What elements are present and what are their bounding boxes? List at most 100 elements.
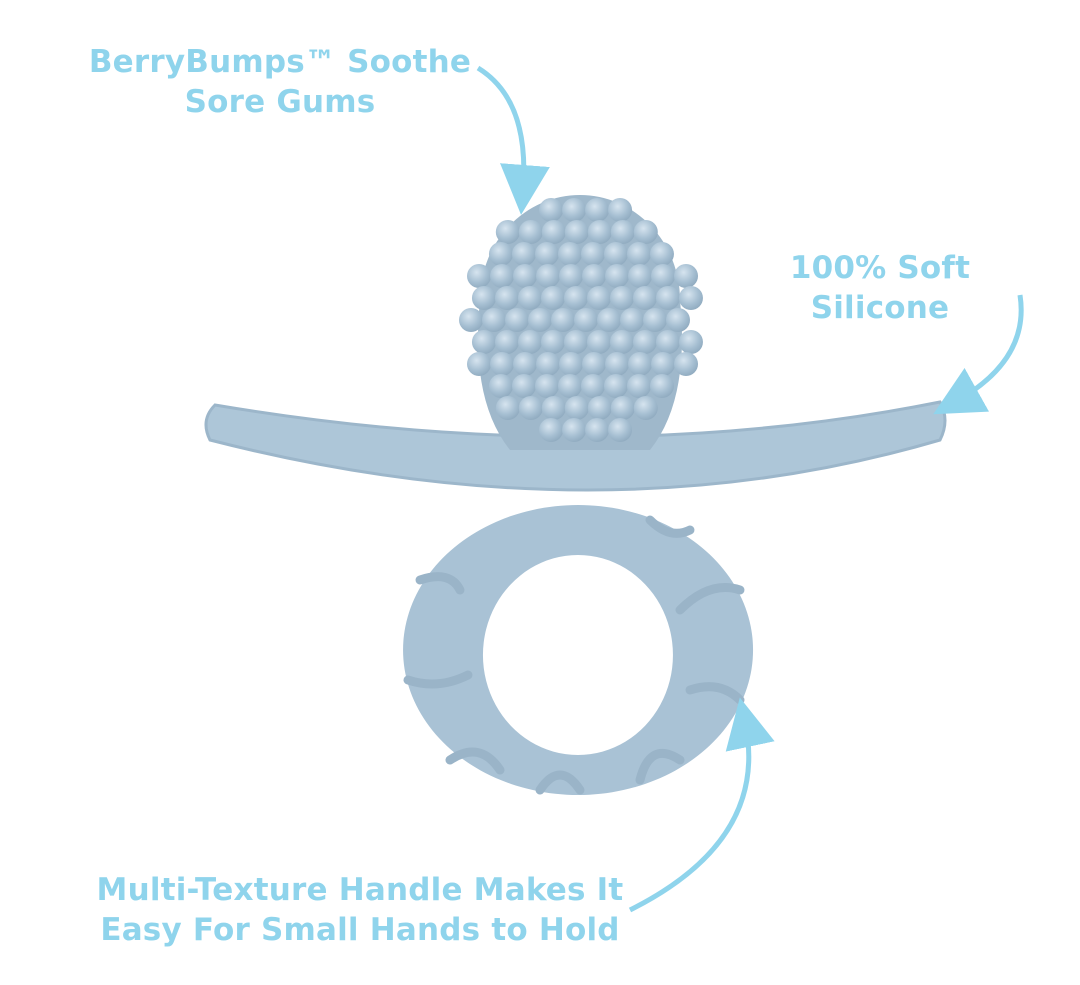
berry-bump <box>580 374 605 398</box>
berry-bump <box>518 220 543 244</box>
berry-bump <box>517 330 542 354</box>
berry-bump <box>513 264 538 288</box>
berry-bump <box>610 220 635 244</box>
berry-bump <box>559 352 584 376</box>
berry-bump <box>563 286 588 310</box>
callout-material-line1: 100% Soft Silicone <box>789 250 971 326</box>
berry-bump <box>562 198 587 222</box>
berry-bump <box>586 286 611 310</box>
berry-bump <box>608 198 633 222</box>
berry-bump <box>651 352 676 376</box>
berry-bump <box>541 396 566 420</box>
berry-bump <box>603 242 628 266</box>
berry-bump <box>597 308 621 332</box>
berry-bump <box>518 396 543 420</box>
berry-bump <box>557 242 582 266</box>
berry-bump <box>609 330 634 354</box>
callout-handle-line2: Easy For Small Hands to Hold <box>100 912 620 948</box>
berry-bump <box>490 352 515 376</box>
callout-berry-line1: BerryBumps™ Soothe <box>88 44 472 80</box>
berry-bump <box>651 264 676 288</box>
berry-bump <box>605 264 630 288</box>
berry-bump <box>632 330 657 354</box>
berry-bump <box>494 330 519 354</box>
berry-bump <box>490 264 515 288</box>
berry-bump <box>587 396 612 420</box>
berry-bump <box>564 220 589 244</box>
berry-bump <box>513 352 538 376</box>
berry-bump <box>471 330 496 354</box>
berry-bump <box>655 286 680 310</box>
berry-bump <box>678 330 703 354</box>
berry-bump <box>580 242 605 266</box>
berry-bump <box>551 308 575 332</box>
berry-bump <box>620 308 644 332</box>
berry-bump <box>666 308 690 332</box>
callout-handle-line1: Multi-Texture Handle Makes It <box>96 872 624 908</box>
berry-bump <box>488 242 513 266</box>
berry-bump <box>471 286 496 310</box>
berry-bump <box>633 396 658 420</box>
berry-bump <box>626 374 651 398</box>
berry-bump <box>495 220 520 244</box>
berry-bump <box>628 352 653 376</box>
berry-bump <box>633 220 658 244</box>
berry-head <box>459 195 703 450</box>
arrow-handle <box>628 697 775 913</box>
berry-bump <box>559 264 584 288</box>
berry-bump <box>603 374 628 398</box>
berry-bump <box>539 198 564 222</box>
berry-bump <box>467 352 492 376</box>
arrow-silicone <box>933 294 1024 415</box>
berry-bump <box>517 286 542 310</box>
berry-bump <box>585 418 610 442</box>
berry-bump <box>628 264 653 288</box>
berry-bump <box>587 220 612 244</box>
berry-bump <box>540 330 565 354</box>
berry-bump <box>582 264 607 288</box>
berry-bump <box>574 308 598 332</box>
berry-bump <box>678 286 703 310</box>
arrow-berry <box>476 65 550 215</box>
berry-bump <box>632 286 657 310</box>
berry-bump <box>534 242 559 266</box>
berry-bump <box>582 352 607 376</box>
berry-bump <box>674 264 699 288</box>
berry-bump <box>649 242 674 266</box>
berry-bump <box>605 352 630 376</box>
callout-berry-bumps: BerryBumps™ Soothe Sore Gums <box>80 42 480 122</box>
berry-bump <box>586 330 611 354</box>
berry-bump <box>541 220 566 244</box>
berry-bump <box>505 308 529 332</box>
berry-bump <box>626 242 651 266</box>
callout-berry-line2: Sore Gums <box>184 84 376 120</box>
berry-bump <box>649 374 674 398</box>
callout-soft-silicone: 100% Soft Silicone <box>720 248 1040 328</box>
berry-bump <box>563 330 588 354</box>
berry-bump <box>534 374 559 398</box>
berry-bump <box>494 286 519 310</box>
berry-bump <box>539 418 564 442</box>
ring-handle <box>403 505 754 795</box>
berry-bump <box>674 352 699 376</box>
berry-bump <box>557 374 582 398</box>
berry-bump <box>467 264 492 288</box>
berry-bump <box>511 374 536 398</box>
berry-bump <box>536 352 561 376</box>
berry-bump <box>562 418 587 442</box>
berry-bump <box>643 308 667 332</box>
berry-bump <box>610 396 635 420</box>
berry-bump <box>495 396 520 420</box>
berry-bump <box>655 330 680 354</box>
berry-bump <box>564 396 589 420</box>
callout-handle: Multi-Texture Handle Makes It Easy For S… <box>70 870 650 950</box>
berry-bump <box>482 308 506 332</box>
berry-bump <box>459 308 483 332</box>
berry-bump <box>536 264 561 288</box>
berry-bump <box>540 286 565 310</box>
berry-bump <box>488 374 513 398</box>
berry-bump <box>585 198 610 222</box>
berry-bump <box>609 286 634 310</box>
berry-bump <box>528 308 552 332</box>
